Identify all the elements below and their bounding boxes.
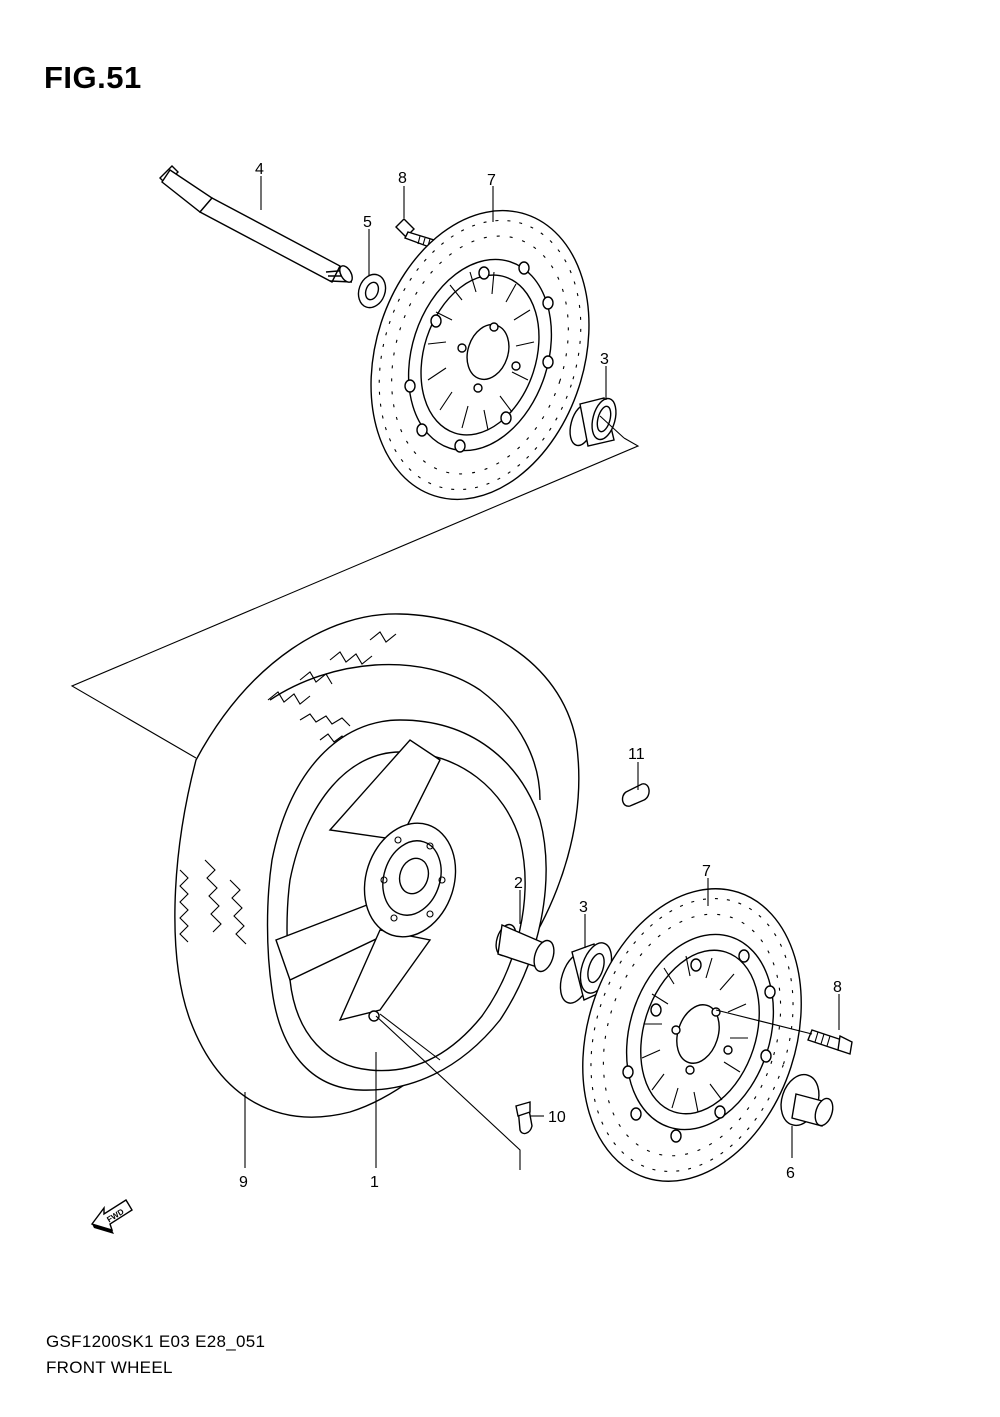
front-wheel-rim	[266, 719, 547, 1091]
valve-cap	[621, 783, 650, 807]
assembly-reference-lines	[70, 415, 640, 759]
callout-leader-lines	[244, 176, 840, 1170]
drawing-code: GSF1200SK1 E03 E28_051	[46, 1332, 266, 1351]
callout-1: 1	[370, 1174, 379, 1191]
callout-7-bottom: 7	[702, 863, 711, 880]
axle-washer	[357, 273, 387, 309]
callout-11: 11	[628, 746, 645, 763]
brake-disc-top	[370, 209, 590, 501]
front-axle	[159, 165, 353, 283]
figure-title: FIG.51	[44, 60, 142, 95]
callout-6: 6	[786, 1165, 795, 1182]
wheel-bearing-top	[569, 397, 617, 447]
callout-4: 4	[255, 161, 264, 178]
callout-3-bottom: 3	[579, 899, 588, 916]
disc-bolt-bottom	[807, 1029, 853, 1055]
callout-8-top: 8	[398, 170, 407, 187]
callout-2: 2	[514, 875, 523, 892]
callout-10: 10	[548, 1109, 566, 1126]
brake-disc-bottom	[582, 888, 802, 1182]
callout-9: 9	[239, 1174, 248, 1191]
tire-valve	[515, 1101, 533, 1135]
forward-direction-arrow: FWD	[90, 1199, 133, 1234]
disc-bolt-top	[395, 218, 435, 249]
wheel-spacer	[495, 923, 555, 973]
drawing-name: FRONT WHEEL	[46, 1358, 173, 1377]
callout-3-top: 3	[600, 351, 609, 368]
wheel-collar	[780, 1073, 834, 1127]
callout-5: 5	[363, 214, 372, 231]
callout-labels: 4 8 7 5 3 11 2 3 7 8 10 9 1 6	[239, 161, 842, 1191]
callout-8-bottom: 8	[833, 979, 842, 996]
callout-7-top: 7	[487, 172, 496, 189]
